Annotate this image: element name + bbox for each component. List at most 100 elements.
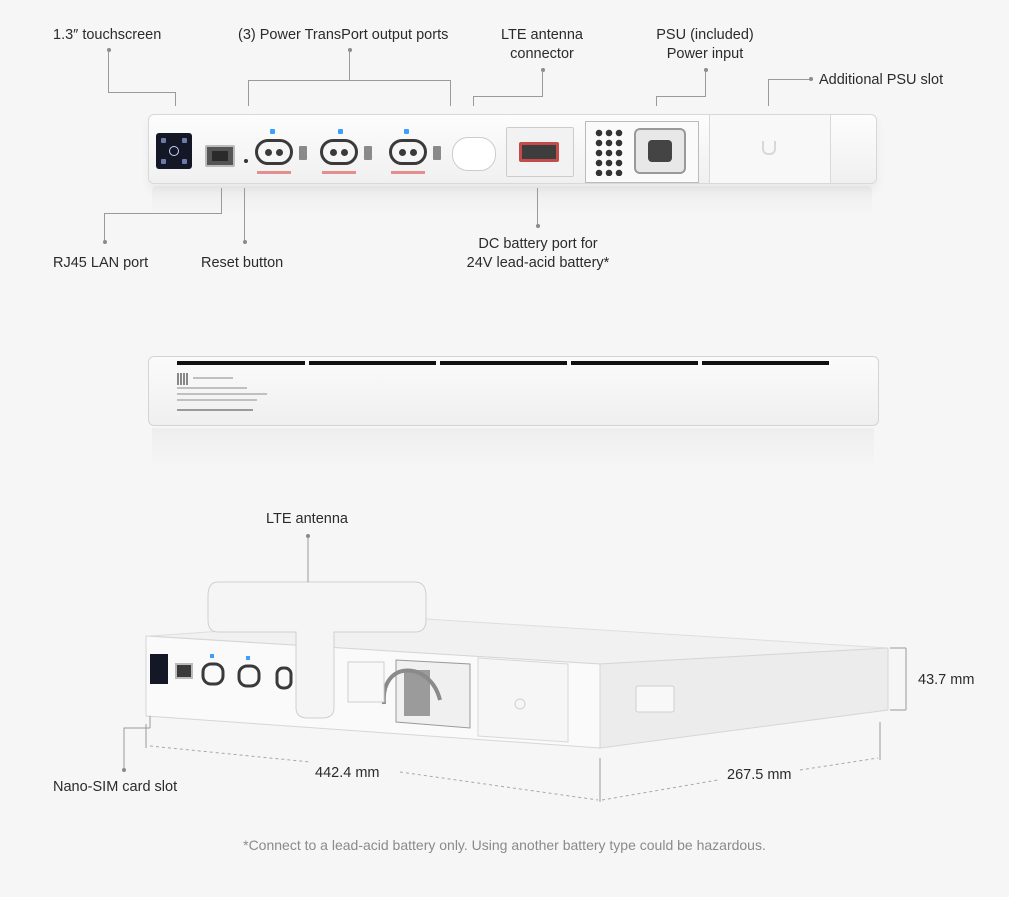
label-text-placeholder <box>177 393 267 395</box>
label-text-placeholder <box>193 377 233 379</box>
label-touchscreen: 1.3″ touchscreen <box>53 27 162 43</box>
label-lte-connector-line2: connector <box>510 46 574 62</box>
transport-port-2[interactable] <box>320 139 358 165</box>
certification-marks-icon <box>177 409 253 411</box>
rj45-perspective[interactable] <box>175 663 193 679</box>
leader-line <box>248 80 451 81</box>
dimension-line-depth <box>799 757 879 771</box>
label-text-placeholder <box>177 399 257 401</box>
lte-antenna-connector[interactable] <box>452 137 496 171</box>
side-vent-cover <box>635 685 675 713</box>
label-depth: 267.5 mm <box>727 767 792 783</box>
port-status-indicator <box>299 146 307 160</box>
leader-dot <box>107 48 111 52</box>
reset-button[interactable] <box>244 159 248 163</box>
dimension-line-width <box>149 745 311 763</box>
port-status-indicator <box>364 146 372 160</box>
leader-line <box>104 213 105 241</box>
leader-dot <box>541 68 545 72</box>
ubiquiti-logo-icon <box>169 146 179 156</box>
port-led <box>210 654 214 658</box>
leader-line <box>537 188 538 226</box>
leader-line <box>768 79 810 80</box>
touchscreen-perspective[interactable] <box>150 654 168 684</box>
label-height: 43.7 mm <box>918 672 975 688</box>
additional-psu-slot[interactable] <box>709 115 831 183</box>
front-panel <box>148 114 877 184</box>
transport-port-perspective[interactable] <box>237 664 261 688</box>
leader-dot <box>704 68 708 72</box>
label-text-placeholder <box>177 387 247 389</box>
leader-line <box>221 188 222 213</box>
label-psu: PSU (included) Power input <box>640 26 770 64</box>
leader-dot <box>243 240 247 244</box>
vent-slot <box>309 361 436 365</box>
dimension-line-width <box>399 771 599 801</box>
leader-line <box>108 50 109 92</box>
leader-line <box>349 50 350 80</box>
label-lte-antenna: LTE antenna <box>266 511 348 527</box>
label-output-ports: (3) Power TransPort output ports <box>238 27 449 43</box>
label-rj45: RJ45 LAN port <box>53 255 149 271</box>
qr-code-icon <box>177 373 189 385</box>
label-additional-psu: Additional PSU slot <box>819 72 944 88</box>
port-led <box>404 129 409 134</box>
ubiquiti-logo-icon <box>514 698 526 710</box>
leader-line <box>656 96 706 97</box>
leader-dot <box>122 768 126 772</box>
port-led <box>246 656 250 660</box>
label-width: 442.4 mm <box>315 765 380 781</box>
lte-antenna[interactable] <box>207 581 427 719</box>
leader-dot <box>809 77 813 81</box>
label-lte-connector: LTE antenna connector <box>486 26 598 64</box>
power-plug-icon <box>634 128 686 174</box>
rear-panel-reflection <box>152 428 874 468</box>
dimension-line-depth <box>601 779 719 801</box>
vent-slot <box>571 361 698 365</box>
footnote: *Connect to a lead-acid battery only. Us… <box>243 837 766 853</box>
port-tag <box>391 171 425 174</box>
leader-line <box>244 188 245 241</box>
lte-connector-perspective <box>347 661 385 703</box>
leader-line <box>542 70 543 96</box>
label-psu-line2: Power input <box>666 46 744 62</box>
front-panel-reflection <box>152 186 872 216</box>
transport-port-perspective[interactable] <box>201 662 225 686</box>
port-tag <box>257 171 291 174</box>
leader-dot <box>306 534 310 538</box>
dc-battery-port[interactable] <box>506 127 574 177</box>
transport-port-3[interactable] <box>389 139 427 165</box>
leader-line <box>175 92 176 106</box>
leader-line <box>705 70 706 96</box>
leader-line <box>473 96 474 106</box>
rj45-port[interactable] <box>205 145 235 167</box>
vent-slot <box>440 361 567 365</box>
psu-vent-grid <box>594 128 624 176</box>
label-reset: Reset button <box>201 255 284 271</box>
touchscreen[interactable] <box>156 133 192 169</box>
transport-port-1[interactable] <box>255 139 293 165</box>
transport-port-perspective[interactable] <box>275 666 293 690</box>
port-status-indicator <box>433 146 441 160</box>
port-tag <box>322 171 356 174</box>
label-dc-line2: 24V lead-acid battery* <box>466 255 610 271</box>
psu-power-input[interactable] <box>585 121 699 183</box>
vent-slot <box>702 361 829 365</box>
leader-line <box>108 92 176 93</box>
leader-line <box>104 213 222 214</box>
label-dc-line1: DC battery port for <box>478 236 598 252</box>
psu-handle <box>381 668 442 705</box>
label-psu-line1: PSU (included) <box>656 27 754 43</box>
vent-slot <box>177 361 305 365</box>
leader-dot <box>536 224 540 228</box>
leader-line <box>123 727 150 768</box>
leader-dot <box>103 240 107 244</box>
leader-line <box>450 80 451 106</box>
leader-line <box>656 96 657 106</box>
label-lte-connector-line1: LTE antenna <box>501 27 583 43</box>
port-led <box>270 129 275 134</box>
leader-line <box>473 96 543 97</box>
leader-line <box>248 80 249 106</box>
leader-line <box>768 79 769 106</box>
